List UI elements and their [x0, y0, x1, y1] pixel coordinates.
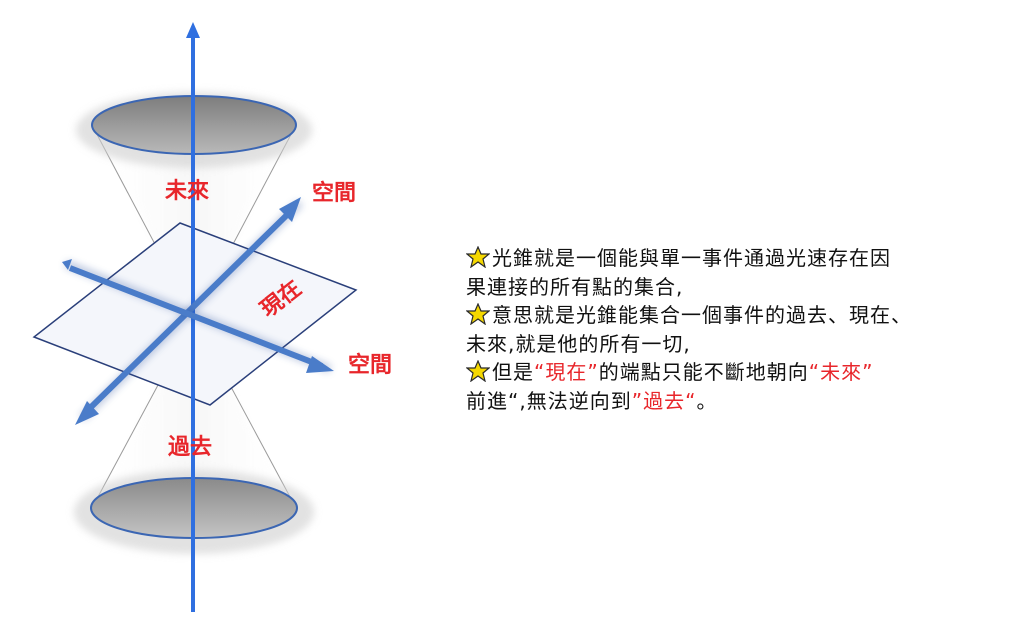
space-axis-horizontal	[62, 259, 334, 373]
note-text-5c: 的端點只能不斷地朝向	[598, 360, 809, 384]
time-axis	[186, 22, 200, 612]
note-present-highlight: “現在”	[534, 360, 599, 384]
note-text-5a: 但是	[492, 360, 534, 384]
note-text-1: 光錐就是一個能與單一事件通過光速存在因	[492, 246, 891, 270]
label-space-right: 空間	[348, 352, 392, 378]
note-line-3: 意思就是光錐能集合一個事件的過去、現在、	[466, 301, 1016, 330]
explanation-text: 光錐就是一個能與單一事件通過光速存在因 果連接的所有點的集合, 意思就是光錐能集…	[466, 244, 1016, 415]
note-line-1: 光錐就是一個能與單一事件通過光速存在因	[466, 244, 1016, 273]
label-space-top: 空間	[312, 180, 356, 206]
note-future-highlight: “未來”	[808, 360, 874, 384]
note-text-3: 意思就是光錐能集合一個事件的過去、現在、	[492, 303, 912, 327]
note-text-6c: 。	[696, 388, 718, 413]
note-text-2: 果連接的所有點的集合,	[466, 274, 684, 299]
label-future: 未來	[165, 178, 209, 204]
note-line-4: 未來,就是他的所有一切,	[466, 330, 1016, 359]
note-text-4: 未來,就是他的所有一切,	[466, 331, 691, 356]
note-past-highlight: ”過去“	[631, 388, 697, 413]
star-icon	[466, 360, 490, 382]
light-cone-diagram: 未來 過去 現在 空間 空間	[32, 22, 392, 612]
star-icon	[466, 246, 490, 268]
label-past: 過去	[168, 434, 212, 460]
note-line-6: 前進“,無法逆向到”過去“。	[466, 387, 1016, 416]
note-line-2: 果連接的所有點的集合,	[466, 273, 1016, 302]
note-line-5: 但是“現在”的端點只能不斷地朝向“未來”	[466, 358, 1016, 387]
star-icon	[466, 303, 490, 325]
note-text-6a: 前進“,無法逆向到	[466, 388, 632, 413]
